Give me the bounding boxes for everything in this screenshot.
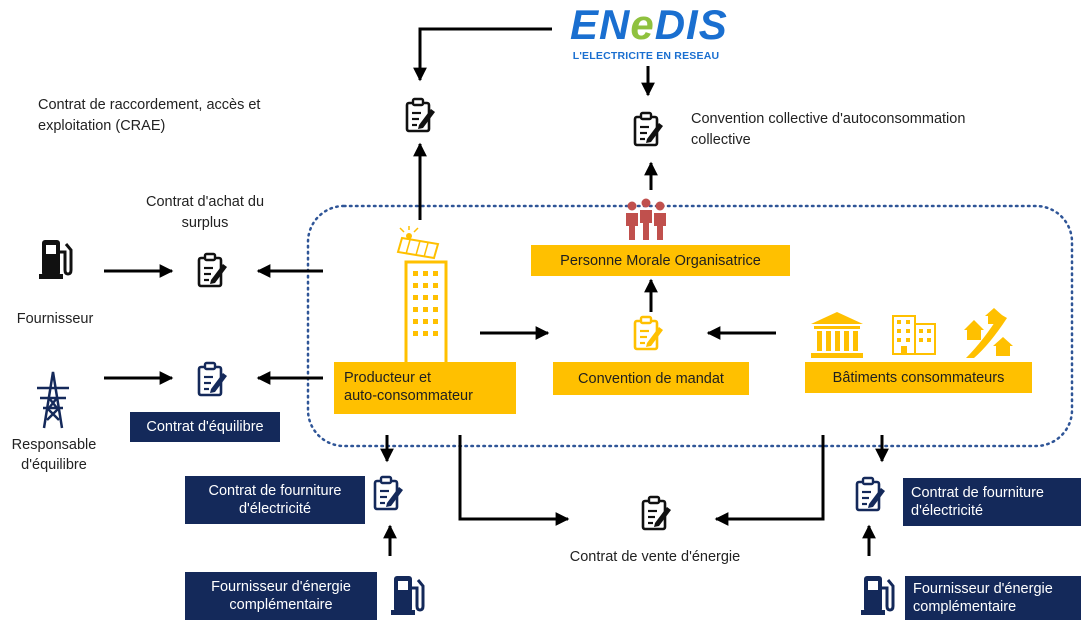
mandate-label: Convention de mandat bbox=[578, 371, 724, 387]
mandate-contract-icon bbox=[633, 315, 665, 351]
supply-contract-left-line1: Contrat de fourniture bbox=[208, 483, 342, 499]
comp-left-fuel-pump-icon bbox=[389, 574, 425, 617]
supply-contract-left-line2: d'électricité bbox=[238, 501, 312, 517]
supply-contract-right-line1: Contrat de fourniture bbox=[911, 485, 1044, 501]
comp-supplier-right-box: Fournisseur d'énergie complémentaire bbox=[905, 576, 1081, 620]
supply-contract-left-box: Contrat de fourniture d'électricité bbox=[185, 476, 365, 524]
crae-label-line1: Contrat de raccordement, accès et bbox=[38, 97, 261, 113]
collective-convention-label-line1: Convention collective d'autoconsommation bbox=[691, 111, 966, 127]
equilibrium-contract-box: Contrat d'équilibre bbox=[130, 412, 280, 442]
comp-supplier-right-line1: Fournisseur d'énergie bbox=[913, 581, 1053, 597]
pmo-box: Personne Morale Organisatrice bbox=[531, 245, 790, 276]
equilibrium-contract-label: Contrat d'équilibre bbox=[146, 419, 264, 435]
mandate-box: Convention de mandat bbox=[553, 362, 749, 395]
comp-supplier-left-line2: complémentaire bbox=[229, 597, 333, 613]
arrow-producer-to-sale bbox=[458, 435, 570, 526]
producer-label-line2: auto-consommateur bbox=[344, 388, 473, 404]
supply-contract-right-box: Contrat de fourniture d'électricité bbox=[903, 478, 1081, 526]
enedis-logo-accent: e bbox=[630, 1, 655, 48]
houses-icon bbox=[964, 308, 1013, 358]
comp-supplier-left-box: Fournisseur d'énergie complémentaire bbox=[185, 572, 377, 620]
office-buildings-icon bbox=[892, 315, 936, 355]
surplus-contract-icon bbox=[197, 252, 229, 288]
balance-responsible-line2: d'équilibre bbox=[21, 457, 87, 473]
buildings-label: Bâtiments consommateurs bbox=[832, 370, 1005, 386]
supply-contract-right-line2: d'électricité bbox=[911, 503, 984, 519]
enedis-logo-tagline: L'ELECTRICITE EN RESEAU bbox=[572, 50, 720, 62]
solar-building-icon bbox=[396, 226, 448, 374]
supply-left-contract-icon bbox=[373, 475, 405, 511]
surplus-contract-label-line1: Contrat d'achat du bbox=[145, 194, 265, 210]
supplier-label: Fournisseur bbox=[16, 311, 94, 327]
collective-perimeter bbox=[306, 204, 1074, 448]
crae-contract-icon bbox=[405, 97, 437, 133]
crae-label-line2: exploitation (CRAE) bbox=[38, 118, 166, 134]
people-group-icon bbox=[626, 198, 666, 240]
collective-convention-label-line2: collective bbox=[691, 132, 751, 148]
producer-box: Producteur et auto-consommateur bbox=[334, 362, 516, 414]
supply-right-contract-icon bbox=[855, 476, 887, 512]
institution-icon bbox=[811, 312, 863, 358]
collective-convention-icon bbox=[633, 111, 665, 147]
pmo-label: Personne Morale Organisatrice bbox=[560, 253, 761, 269]
energy-sale-label: Contrat de vente d'énergie bbox=[569, 549, 741, 565]
comp-right-fuel-pump-icon bbox=[859, 574, 895, 617]
pylon-icon bbox=[37, 371, 69, 429]
enedis-logo: ENeDIS bbox=[570, 1, 728, 48]
buildings-box: Bâtiments consommateurs bbox=[805, 362, 1032, 393]
balance-responsible-line1: Responsable bbox=[11, 437, 97, 453]
arrow-enedis-to-crae bbox=[413, 27, 552, 82]
comp-supplier-left-line1: Fournisseur d'énergie bbox=[211, 579, 351, 595]
supplier-fuel-pump-icon bbox=[37, 238, 73, 281]
surplus-contract-label-line2: surplus bbox=[181, 215, 229, 231]
arrow-buildings-to-sale bbox=[714, 435, 825, 526]
producer-label-line1: Producteur et bbox=[344, 370, 432, 386]
equilibrium-contract-icon bbox=[197, 361, 229, 397]
energy-sale-contract-icon bbox=[641, 495, 673, 531]
comp-supplier-right-line2: complémentaire bbox=[913, 599, 1017, 615]
